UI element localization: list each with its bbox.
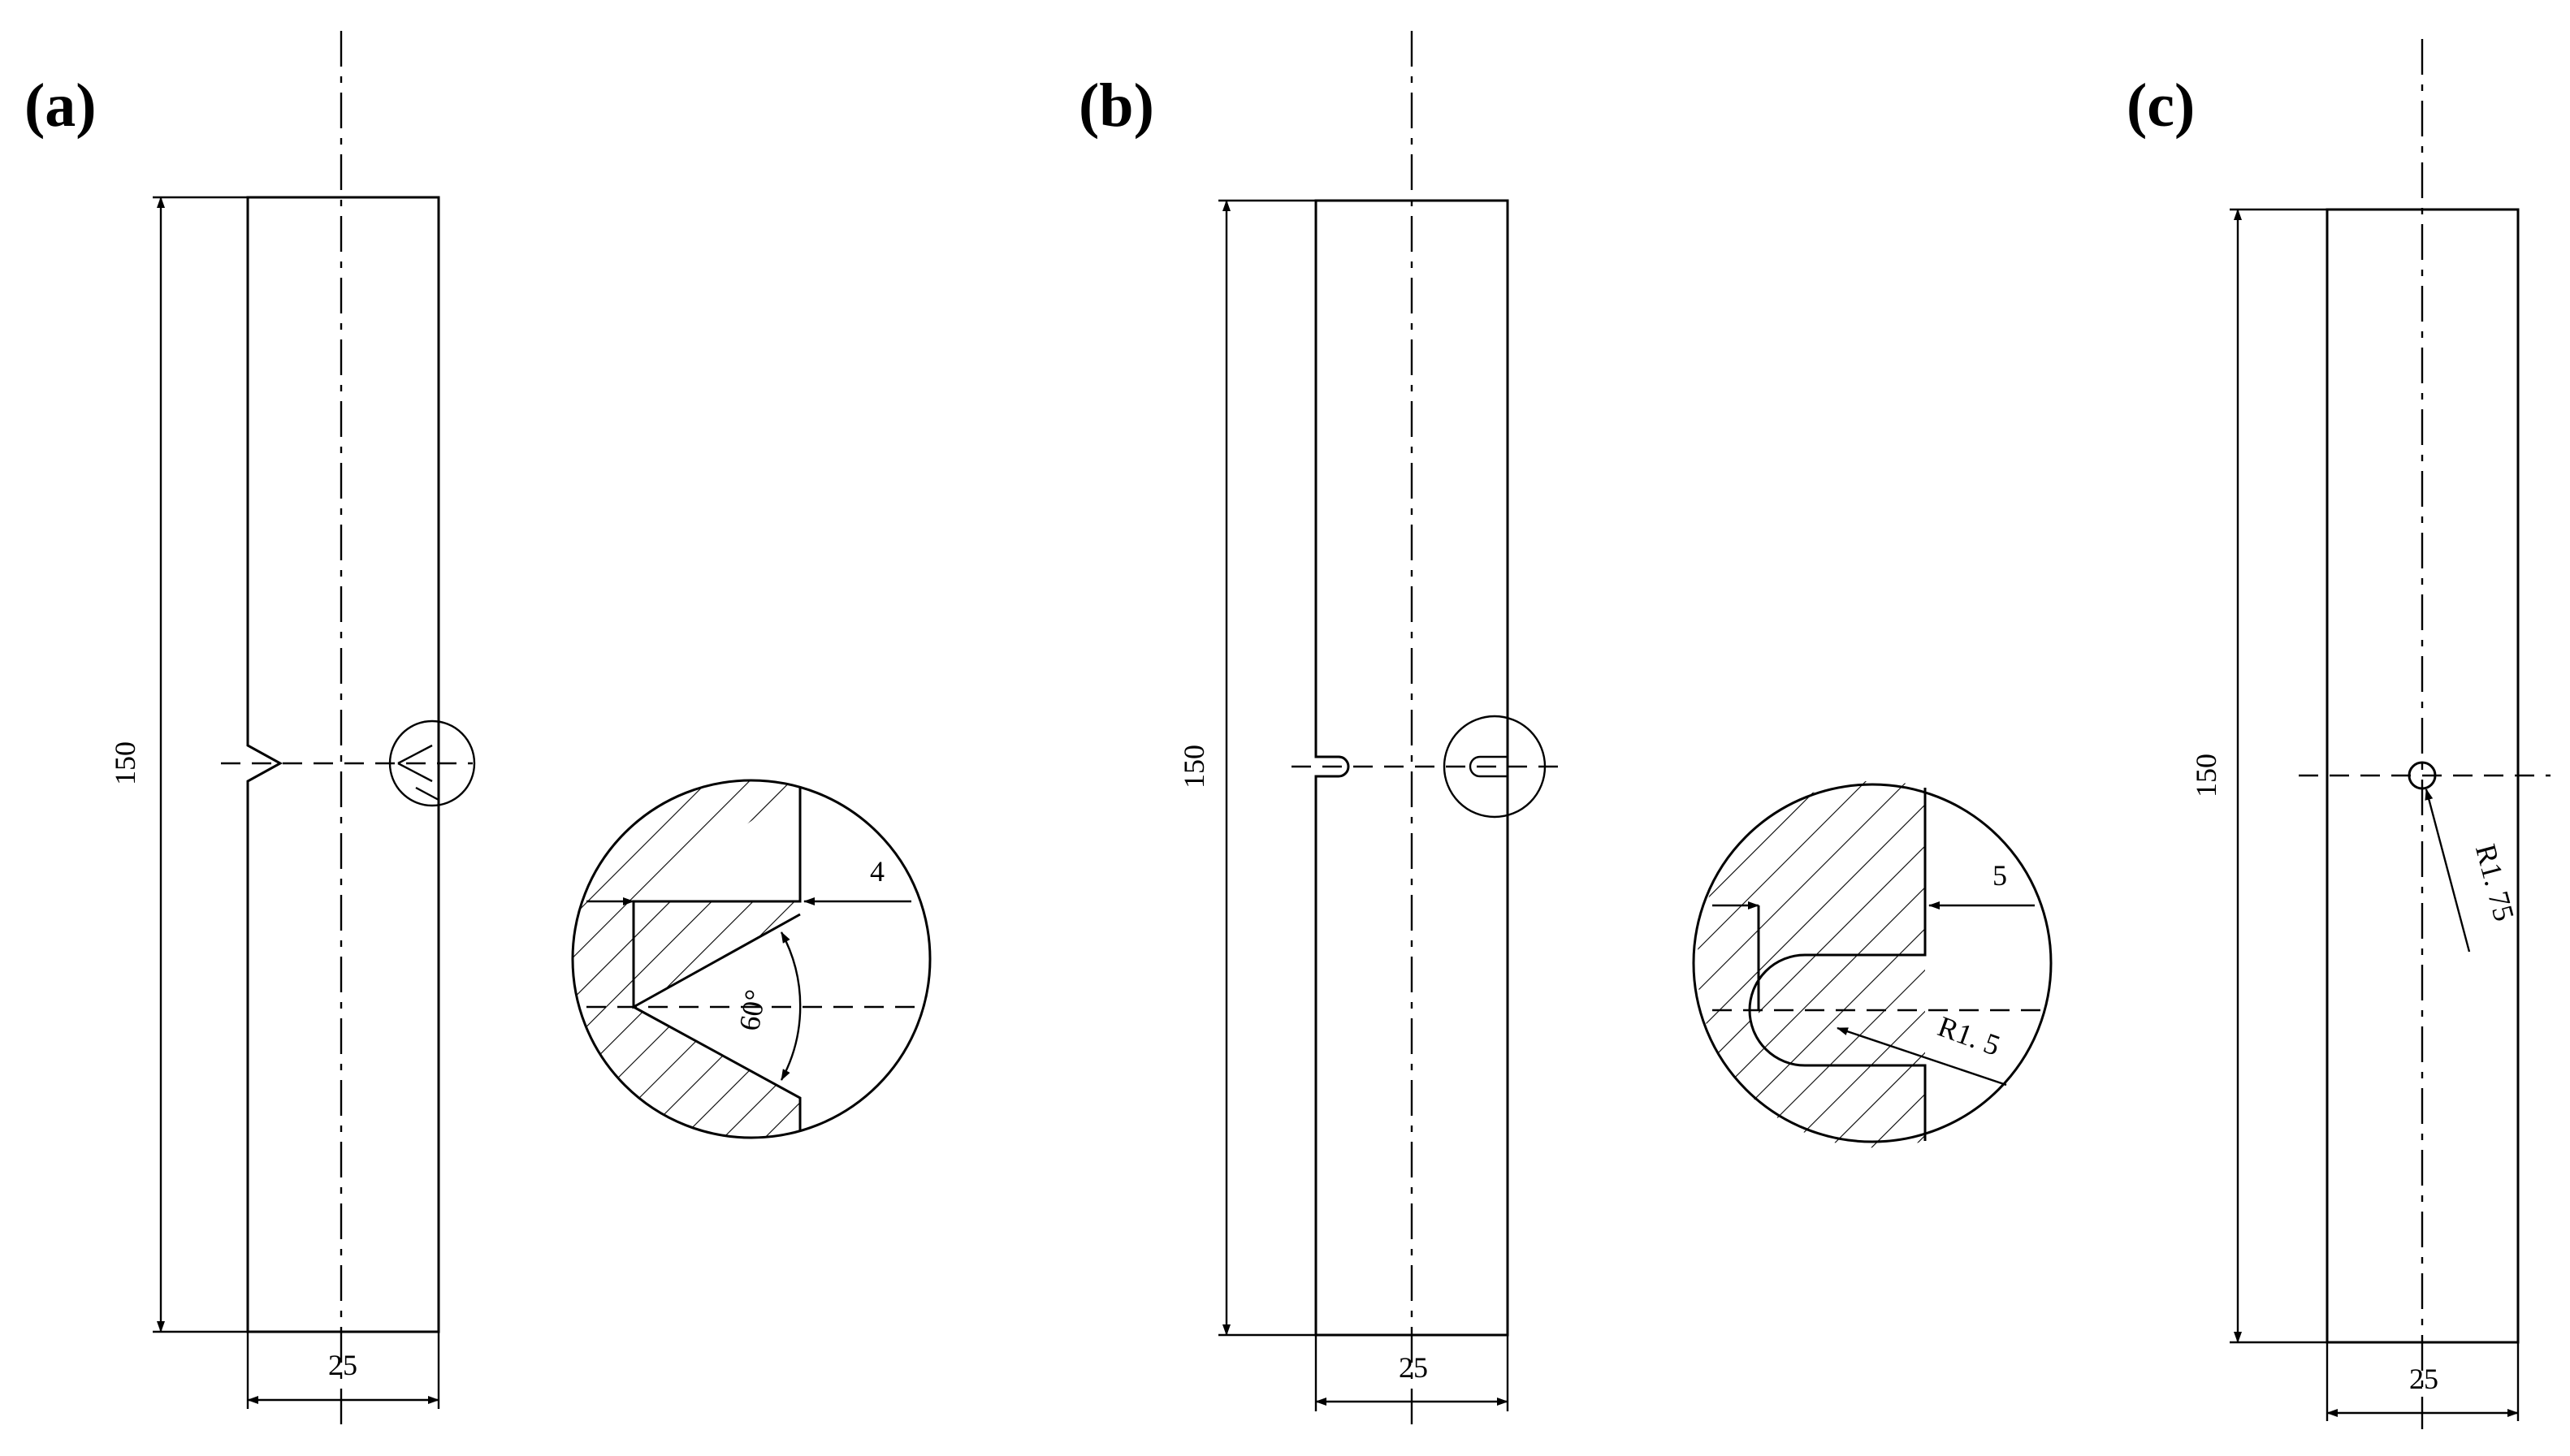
panel-b-depth-label: 5 xyxy=(1992,859,2007,892)
panel-b-label: (b) xyxy=(1079,71,1154,140)
panel-a-detail-circle xyxy=(388,719,476,807)
panel-b-radius-leader xyxy=(1837,1026,2007,1087)
panel-a-label: (a) xyxy=(24,71,97,140)
panel-a-length-label: 150 xyxy=(109,741,141,785)
panel-a-detail-circle-notch xyxy=(397,744,439,801)
panel-b-detail-circle xyxy=(1443,715,1547,819)
panel-a-detail-outline xyxy=(571,779,932,1139)
panel-a-detail-hatch xyxy=(572,780,800,1138)
panel-a-angle-arc xyxy=(780,931,802,1081)
panel-a-specimen-outline xyxy=(246,196,440,1333)
panel-a-width-label: 25 xyxy=(328,1349,357,1381)
panel-a-depth-label: 4 xyxy=(870,855,885,888)
panel-c-label: (c) xyxy=(2127,71,2195,140)
panel-c-hole xyxy=(2408,761,2437,790)
panel-c-radius-label: R1. 75 xyxy=(2469,840,2520,924)
panel-c-radius-leader xyxy=(2425,788,2471,953)
panel-b-detail-circle-notch xyxy=(1469,755,1508,778)
panel-b-specimen-outline xyxy=(1314,199,1509,1337)
panel-a: (a) 150 25 4 xyxy=(24,31,932,1428)
panel-b-width-label: 25 xyxy=(1399,1351,1428,1384)
panel-b-detail-outline xyxy=(1692,783,2053,1143)
panel-a-detail-notch-bottom xyxy=(633,1005,802,1130)
panel-b: (b) 150 25 5 R1. 5 xyxy=(1079,31,2053,1428)
panel-a-enlarged-detail: 4 60° xyxy=(571,779,932,1139)
panel-a-angle-label: 60° xyxy=(733,987,772,1034)
panel-c-width-label: 25 xyxy=(2409,1363,2438,1395)
panel-c: (c) R1. 75 150 25 xyxy=(2127,39,2551,1429)
panel-c-length-label: 150 xyxy=(2190,754,2222,797)
panel-b-length-label: 150 xyxy=(1178,745,1210,788)
panel-b-radius-label: R1. 5 xyxy=(1934,1010,2005,1062)
panel-b-enlarged-detail: 5 R1. 5 xyxy=(1692,780,2053,1148)
panel-b-detail-hatch xyxy=(1697,780,1925,1148)
